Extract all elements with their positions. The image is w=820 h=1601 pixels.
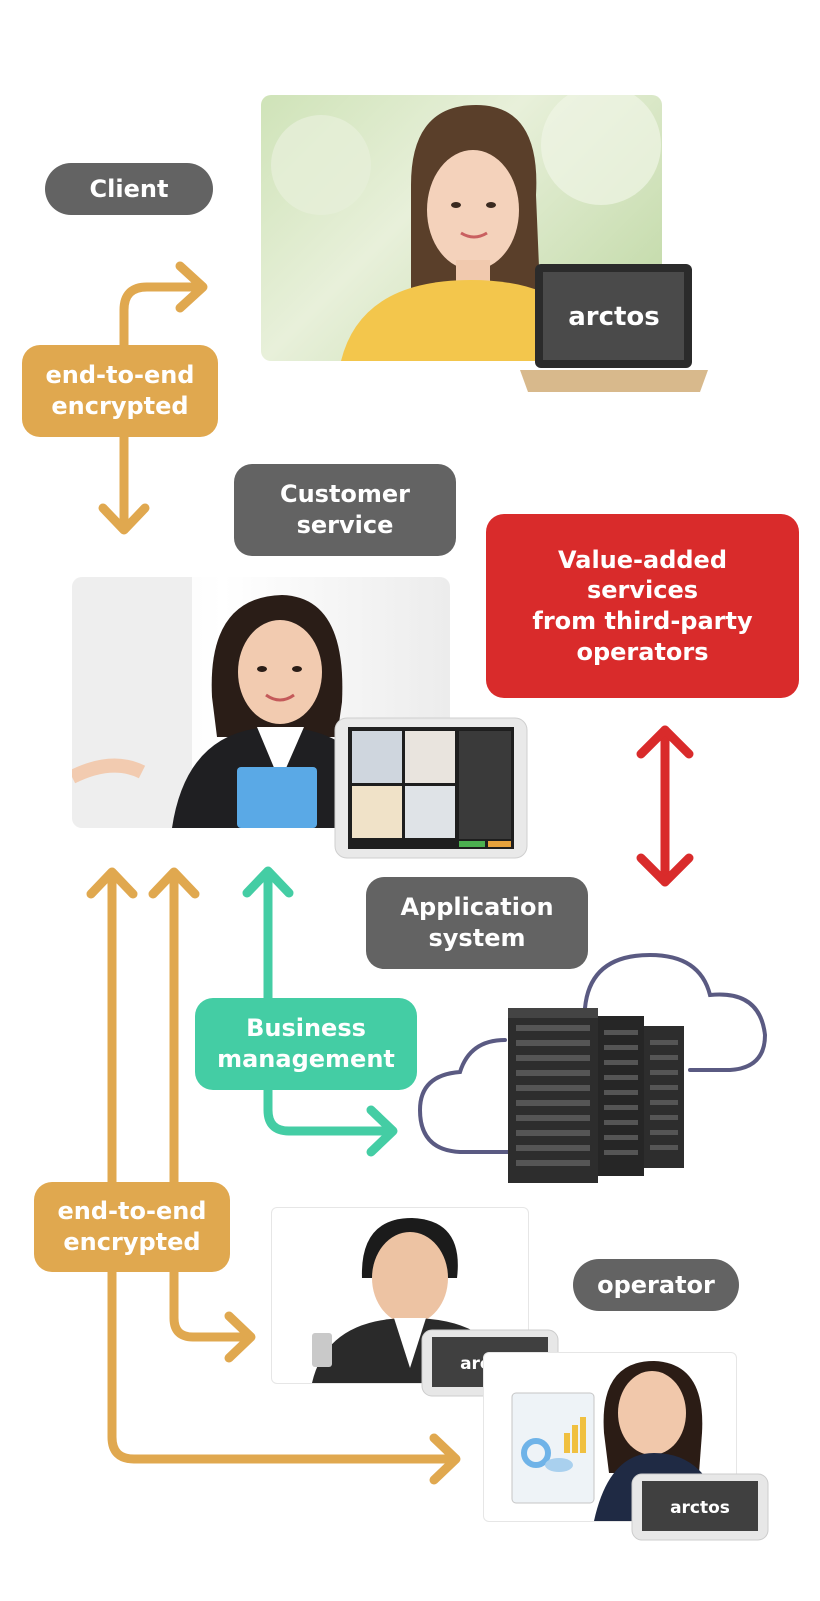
operator-label: operator [573, 1259, 739, 1311]
application-system-label: Application system [366, 877, 588, 969]
encrypted-label-bottom: end-to-end encrypted [34, 1182, 230, 1272]
operator-label-text: operator [597, 1270, 715, 1299]
client-photo [261, 95, 662, 361]
customer-service-photo [72, 577, 450, 828]
business-management-line-2: management [217, 1045, 395, 1073]
encrypted-label-top: end-to-end encrypted [22, 345, 218, 437]
client-label: Client [45, 163, 213, 215]
server-rack-icon [508, 1008, 684, 1183]
value-added-line-3: from third-party [532, 607, 753, 635]
encrypted-top-line-1: end-to-end [45, 361, 195, 390]
value-added-line-2: services [586, 576, 699, 605]
customer-service-line-2: service [296, 511, 394, 539]
value-added-services-label: Value-added services from third-party op… [486, 514, 799, 698]
customer-service-label: Customer service [234, 464, 456, 556]
encrypted-bottom-line-2: encrypted [63, 1228, 201, 1256]
cloud-icon [417, 952, 768, 1154]
value-added-line-1: Value-added [557, 545, 728, 574]
encrypted-bottom-line-1: end-to-end [57, 1197, 207, 1226]
client-label-text: Client [89, 174, 169, 203]
operator-woman-illustration [511, 1361, 724, 1521]
customer-service-woman-illustration [72, 577, 392, 828]
value-added-line-4: operators [576, 637, 709, 666]
customer-service-line-1: Customer [279, 480, 411, 509]
arrow-icon [636, 725, 694, 887]
client-woman-illustration [271, 95, 661, 361]
business-management-label: Business management [195, 998, 417, 1090]
operator-photo-woman [483, 1352, 737, 1522]
encrypted-top-line-2: encrypted [51, 392, 189, 420]
application-system-line-2: system [428, 924, 526, 952]
business-management-line-1: Business [246, 1014, 366, 1043]
application-system-line-1: Application [400, 893, 554, 922]
